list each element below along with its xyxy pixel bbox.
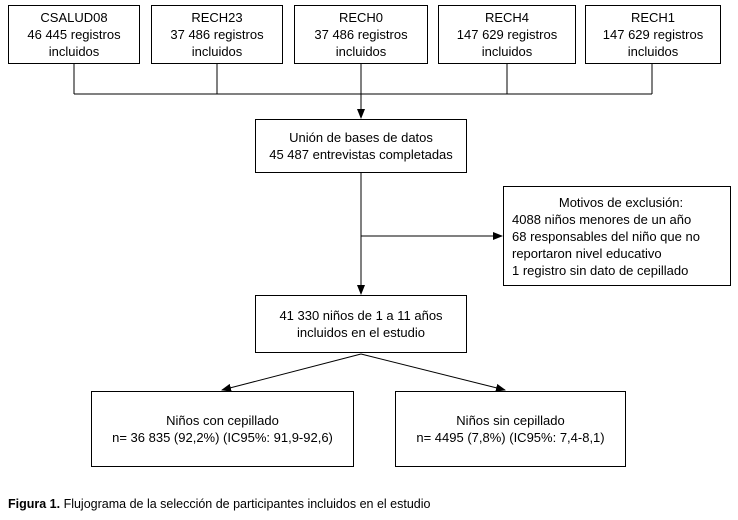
union-title: Unión de bases de datos	[289, 130, 433, 145]
source-note: incluidos	[335, 44, 387, 59]
source-count: 46 445 registros	[27, 27, 121, 42]
source-name: RECH4	[484, 10, 530, 25]
source-count: 37 486 registros	[170, 27, 264, 42]
source-note: incluidos	[627, 44, 679, 59]
with-brushing-box: Niños con cepillado n= 36 835 (92,2%) (I…	[91, 391, 354, 467]
source-name: RECH0	[338, 10, 384, 25]
source-box-rech0: RECH0 37 486 registros incluidos	[294, 5, 428, 64]
source-note: incluidos	[48, 44, 100, 59]
source-count: 147 629 registros	[456, 27, 558, 42]
union-count: 45 487 entrevistas completadas	[269, 147, 453, 162]
exclusion-box: Motivos de exclusión: 4088 niños menores…	[503, 186, 731, 286]
with-brushing-title: Niños con cepillado	[166, 413, 279, 428]
exclusion-reason: reportaron nivel educativo	[512, 245, 662, 261]
without-brushing-stats: n= 4495 (7,8%) (IC95%: 7,4-8,1)	[416, 430, 605, 445]
arrow-to-with-brushing	[221, 353, 362, 392]
source-name: RECH23	[191, 10, 243, 25]
with-brushing-stats: n= 36 835 (92,2%) (IC95%: 91,9-92,6)	[112, 430, 333, 445]
source-box-csalud08: CSALUD08 46 445 registros incluidos	[8, 5, 140, 64]
exclusion-reason: 4088 niños menores de un año	[512, 211, 692, 227]
source-count: 37 486 registros	[314, 27, 408, 42]
figure-caption: Figura 1. Flujograma de la selección de …	[8, 497, 430, 511]
union-box: Unión de bases de datos 45 487 entrevist…	[255, 119, 467, 173]
included-box: 41 330 niños de 1 a 11 años incluidos en…	[255, 295, 467, 353]
source-name: CSALUD08	[40, 10, 108, 25]
source-note: incluidos	[481, 44, 533, 59]
source-note: incluidos	[191, 44, 243, 59]
source-name: RECH1	[630, 10, 676, 25]
without-brushing-title: Niños sin cepillado	[456, 413, 565, 428]
figure-caption-text: Flujograma de la selección de participan…	[60, 497, 431, 511]
arrow-to-without-brushing	[360, 353, 506, 392]
included-count: 41 330 niños de 1 a 11 años	[279, 308, 443, 323]
source-box-rech4: RECH4 147 629 registros incluidos	[438, 5, 576, 64]
source-count: 147 629 registros	[602, 27, 704, 42]
exclusion-reason: 68 responsables del niño que no	[512, 228, 700, 244]
source-box-rech1: RECH1 147 629 registros incluidos	[585, 5, 721, 64]
included-note: incluidos en el estudio	[297, 325, 425, 340]
exclusion-heading: Motivos de exclusión:	[558, 194, 684, 210]
without-brushing-box: Niños sin cepillado n= 4495 (7,8%) (IC95…	[395, 391, 626, 467]
exclusion-reason: 1 registro sin dato de cepillado	[512, 262, 689, 278]
figure-label: Figura 1.	[8, 497, 61, 511]
source-box-rech23: RECH23 37 486 registros incluidos	[151, 5, 283, 64]
